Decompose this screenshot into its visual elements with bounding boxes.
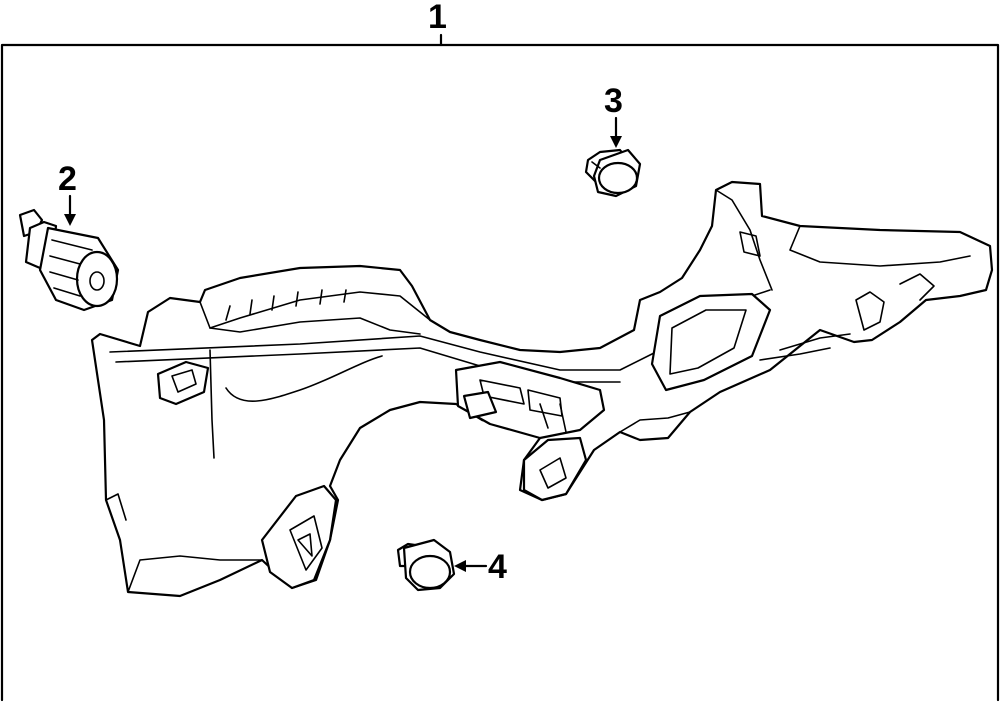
retainer-part-2[interactable] [18, 208, 120, 312]
callout-2[interactable]: 2 [58, 160, 77, 198]
leader-arrow-2 [64, 194, 76, 226]
trim-panel-part-1[interactable] [90, 180, 994, 598]
callout-3[interactable]: 3 [604, 82, 623, 120]
clip-part-3[interactable] [584, 148, 642, 198]
callout-4[interactable]: 4 [488, 548, 507, 586]
leader-arrow-4 [454, 560, 488, 572]
leader-arrow-3 [610, 116, 622, 148]
assembly-bracket [0, 33, 1000, 702]
callout-1[interactable]: 1 [428, 0, 447, 36]
clip-part-4[interactable] [396, 538, 456, 592]
